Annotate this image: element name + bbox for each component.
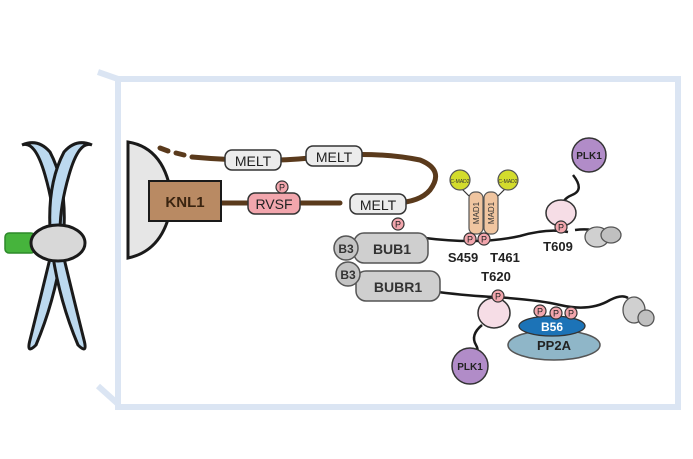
mad1-label-2: MAD1: [487, 201, 496, 224]
b3-label: B3: [340, 268, 356, 282]
bubr1-protein: BUBR1: [355, 270, 441, 302]
c-mad2-left: C-MAD2: [449, 169, 471, 197]
bub1-protein: BUB1: [353, 232, 429, 264]
b3-label: B3: [338, 242, 354, 256]
phospho-site-rvsf: P: [275, 180, 289, 194]
knl1-protein: KNL1: [148, 180, 222, 222]
mad1-dimer: MAD1 MAD1: [468, 191, 499, 235]
p-label: P: [537, 307, 543, 317]
p-label: P: [279, 183, 285, 193]
t461-label: T461: [490, 250, 520, 265]
t620-label: T620: [481, 269, 511, 284]
bub1-label: BUB1: [373, 241, 411, 257]
p-label: P: [553, 309, 559, 319]
p-label: P: [395, 220, 401, 230]
melt-motif-3: MELT: [349, 193, 407, 215]
phospho-site-kard-3: P: [564, 306, 578, 320]
melt-motif-1: MELT: [224, 149, 282, 171]
b3-domain-bub1: B3: [333, 235, 359, 261]
p-label: P: [467, 235, 473, 245]
p-label: P: [568, 309, 574, 319]
mad1-label-1: MAD1: [472, 201, 481, 224]
bub1-kinase-domain: [584, 226, 622, 248]
c-mad2-right: C-MAD2: [497, 169, 519, 197]
phospho-site-t620: P: [491, 289, 505, 303]
b3-domain-bubr1: B3: [335, 261, 361, 287]
melt-label-2: MELT: [316, 149, 353, 165]
p-label: P: [481, 235, 487, 245]
centromere: [29, 223, 87, 263]
c-mad2-label-1: C-MAD2: [450, 179, 469, 185]
bubr1-kinase-domain: [622, 296, 655, 327]
pp2a-label: PP2A: [537, 338, 572, 353]
pp2a-b56-complex: PP2A B56: [507, 315, 601, 361]
melt-motif-2: MELT: [305, 145, 363, 167]
zoom-frame: [95, 69, 681, 410]
plk1-top: PLK1: [545, 137, 607, 227]
melt-label-3: MELT: [360, 197, 397, 213]
s459-label: S459: [448, 250, 478, 265]
melt-label-1: MELT: [235, 153, 272, 169]
phospho-site-s459: P: [463, 232, 477, 246]
phospho-site-kard-2: P: [549, 306, 563, 320]
chromosome: [4, 141, 93, 351]
plk1-label-bottom: PLK1: [457, 362, 483, 373]
bubr1-label: BUBR1: [374, 279, 422, 295]
plk1-label-top: PLK1: [576, 151, 602, 162]
phospho-site-kard-1: P: [533, 304, 547, 318]
p-label: P: [495, 292, 501, 302]
bubr1-tail: [437, 290, 629, 309]
phospho-site-melt: P: [391, 217, 405, 231]
knl1-label: KNL1: [165, 194, 204, 211]
c-mad2-label-2: C-MAD2: [498, 179, 517, 185]
p-label: P: [558, 223, 564, 233]
b56-label: B56: [541, 320, 563, 334]
t609-label: T609: [543, 239, 573, 254]
phospho-site-t609: P: [554, 220, 568, 234]
plk1-bottom: PLK1: [451, 297, 511, 385]
bub1-tail: [424, 229, 569, 243]
rvsf-motif: RVSF: [247, 192, 301, 215]
rvsf-label: RVSF: [255, 196, 292, 212]
phospho-site-t461: P: [477, 232, 491, 246]
